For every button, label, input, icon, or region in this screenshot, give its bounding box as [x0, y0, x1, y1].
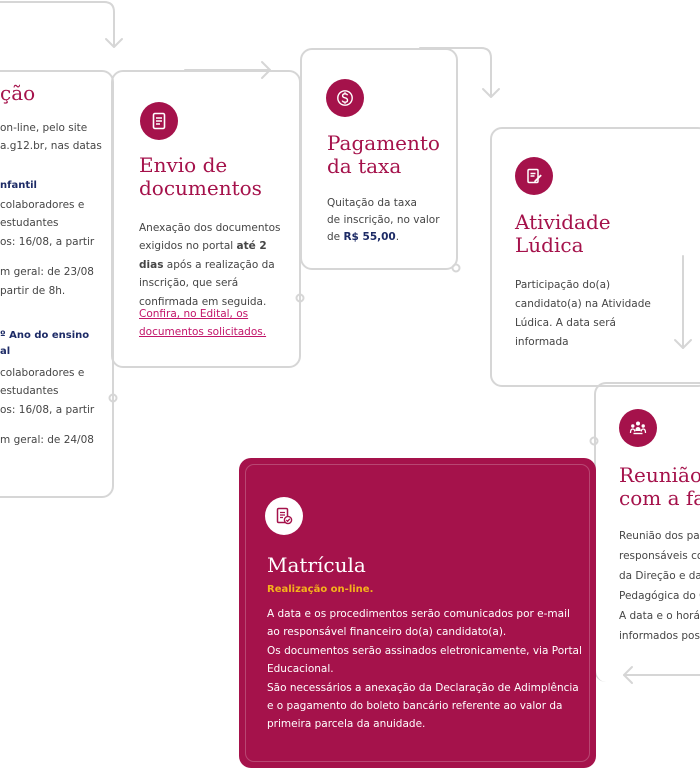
- edital-documents-link[interactable]: Confira, no Edital, os documentos solici…: [139, 308, 267, 339]
- pagamento-card: [300, 48, 458, 270]
- matricula-title: Matrícula: [267, 553, 366, 577]
- inscricao-subhead-infantil: nfantil: [0, 180, 37, 191]
- envio-title: Envio de documentos: [139, 153, 262, 200]
- inscricao-title: ção: [0, 81, 36, 105]
- reuniao-badge: [619, 409, 657, 447]
- inscricao-fundamental-text: colaboradores e estudantes os: 16/08, a …: [0, 367, 95, 447]
- pagamento-badge: [326, 79, 364, 117]
- reuniao-text: Reunião dos pais responsáveis cor da Dir…: [619, 530, 700, 642]
- document-icon: [152, 112, 166, 130]
- fee-price: R$ 55,00: [343, 230, 396, 243]
- inscricao-card: [0, 70, 114, 498]
- inscricao-subhead-fundamental: º Ano do ensino al: [0, 330, 90, 357]
- people-meeting-icon: [629, 421, 647, 435]
- envio-text: Anexação dos documentos exigidos no port…: [139, 222, 281, 308]
- matricula-highlight: Realização on-line.: [267, 584, 374, 595]
- inscricao-infantil-text: colaboradores e estudantes os: 16/08, a …: [0, 199, 95, 297]
- reuniao-title: Reunião com a fa: [619, 463, 700, 510]
- atividade-text: Participação do(a) candidato(a) na Ativi…: [515, 279, 651, 348]
- pencil-note-icon: [527, 168, 542, 184]
- envio-badge: [140, 102, 178, 140]
- inscricao-text: on-line, pelo site a.g12.br, nas datas: [0, 122, 102, 153]
- dollar-icon: [337, 90, 353, 106]
- matricula-badge: [265, 497, 303, 535]
- matricula-card: Matrícula Realização on-line. A data e o…: [239, 458, 596, 768]
- matricula-text: A data e os procedimentos serão comunica…: [267, 608, 582, 731]
- atividade-badge: [515, 157, 553, 195]
- checklist-icon: [276, 507, 293, 525]
- pagamento-title: Pagamento da taxa: [327, 131, 440, 178]
- atividade-card: [490, 127, 700, 387]
- atividade-title: Atividade Lúdica: [515, 210, 611, 257]
- matricula-inner-border: [245, 464, 590, 762]
- pagamento-text: Quitação da taxa de inscrição, no valor …: [327, 197, 440, 243]
